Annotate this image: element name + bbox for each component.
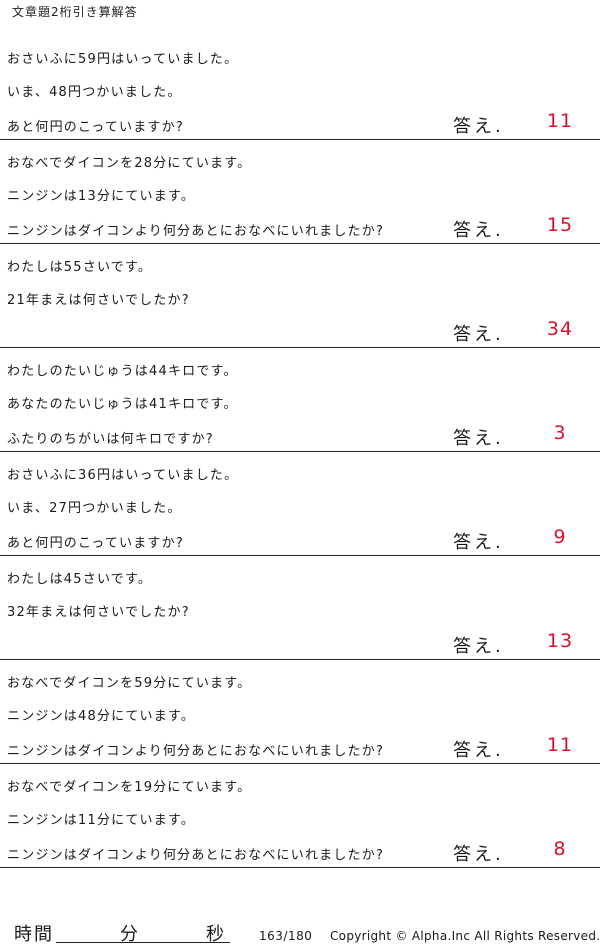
- copyright-notice: Copyright © Alpha.Inc All Rights Reserve…: [330, 929, 600, 943]
- problem-question: ニンジンはダイコンより何分あとにおなべにいれましたか?: [7, 224, 385, 239]
- answer-label: 答え.: [453, 740, 504, 761]
- answer-label: 答え.: [453, 636, 504, 657]
- page-number: 163/180: [259, 929, 313, 943]
- answer-value: 13: [546, 630, 574, 652]
- problem-item: おなべでダイコンを19分にています。 ニンジンは11分にています。 ニンジンはダ…: [0, 764, 600, 868]
- answer-label: 答え.: [453, 220, 504, 241]
- problem-line: おなべでダイコンを59分にています。: [7, 676, 252, 691]
- problem-line: わたしのたいじゅうは44キロです。: [7, 364, 238, 379]
- problem-line: わたしは55さいです。: [7, 260, 153, 275]
- problem-item: わたしは55さいです。 21年まえは何さいでしたか? 答え. 34: [0, 244, 600, 348]
- problem-item: おなべでダイコンを28分にています。 ニンジンは13分にています。 ニンジンはダ…: [0, 140, 600, 244]
- answer-value: 15: [546, 214, 574, 236]
- answer-label: 答え.: [453, 116, 504, 137]
- problem-line: おさいふに59円はいっていました。: [7, 52, 239, 67]
- problem-line: ニンジンは48分にています。: [7, 709, 196, 724]
- problem-line: ニンジンは13分にています。: [7, 189, 196, 204]
- problem-line: あなたのたいじゅうは41キロです。: [7, 397, 238, 412]
- problem-item: おなべでダイコンを59分にています。 ニンジンは48分にています。 ニンジンはダ…: [0, 660, 600, 764]
- problem-question: ニンジンはダイコンより何分あとにおなべにいれましたか?: [7, 744, 385, 759]
- seconds-label: 秒: [206, 924, 224, 945]
- time-entry-line: [56, 942, 230, 943]
- problem-line: いま、27円つかいました。: [7, 501, 182, 516]
- problem-list: おさいふに59円はいっていました。 いま、48円つかいました。 あと何円のこって…: [0, 36, 600, 868]
- answer-value: 9: [553, 526, 567, 548]
- minutes-label: 分: [120, 924, 138, 945]
- problem-line: わたしは45さいです。: [7, 572, 153, 587]
- problem-line: おなべでダイコンを19分にています。: [7, 780, 252, 795]
- problem-question: あと何円のこっていますか?: [7, 120, 184, 135]
- problem-item: おさいふに59円はいっていました。 いま、48円つかいました。 あと何円のこって…: [0, 36, 600, 140]
- problem-line: いま、48円つかいました。: [7, 85, 182, 100]
- time-label: 時間: [14, 924, 54, 945]
- problem-question: 21年まえは何さいでしたか?: [7, 293, 190, 308]
- problem-item: おさいふに36円はいっていました。 いま、27円つかいました。 あと何円のこって…: [0, 452, 600, 556]
- answer-value: 11: [546, 734, 574, 756]
- answer-label: 答え.: [453, 428, 504, 449]
- problem-item: わたしは45さいです。 32年まえは何さいでしたか? 答え. 13: [0, 556, 600, 660]
- answer-label: 答え.: [453, 324, 504, 345]
- answer-value: 11: [546, 110, 574, 132]
- problem-line: おさいふに36円はいっていました。: [7, 468, 239, 483]
- answer-value: 34: [546, 318, 574, 340]
- problem-question: 32年まえは何さいでしたか?: [7, 605, 190, 620]
- problem-line: おなべでダイコンを28分にています。: [7, 156, 252, 171]
- problem-question: ふたりのちがいは何キロですか?: [7, 432, 214, 447]
- problem-question: ニンジンはダイコンより何分あとにおなべにいれましたか?: [7, 848, 385, 863]
- problem-item: わたしのたいじゅうは44キロです。 あなたのたいじゅうは41キロです。 ふたりの…: [0, 348, 600, 452]
- answer-value: 3: [553, 422, 567, 444]
- answer-label: 答え.: [453, 844, 504, 865]
- answer-label: 答え.: [453, 532, 504, 553]
- problem-question: あと何円のこっていますか?: [7, 536, 184, 551]
- answer-value: 8: [553, 838, 567, 860]
- problem-line: ニンジンは11分にています。: [7, 813, 196, 828]
- page-title: 文章題2桁引き算解答: [12, 5, 138, 19]
- footer: 時間 分 秒 163/180 Copyright © Alpha.Inc All…: [0, 915, 600, 949]
